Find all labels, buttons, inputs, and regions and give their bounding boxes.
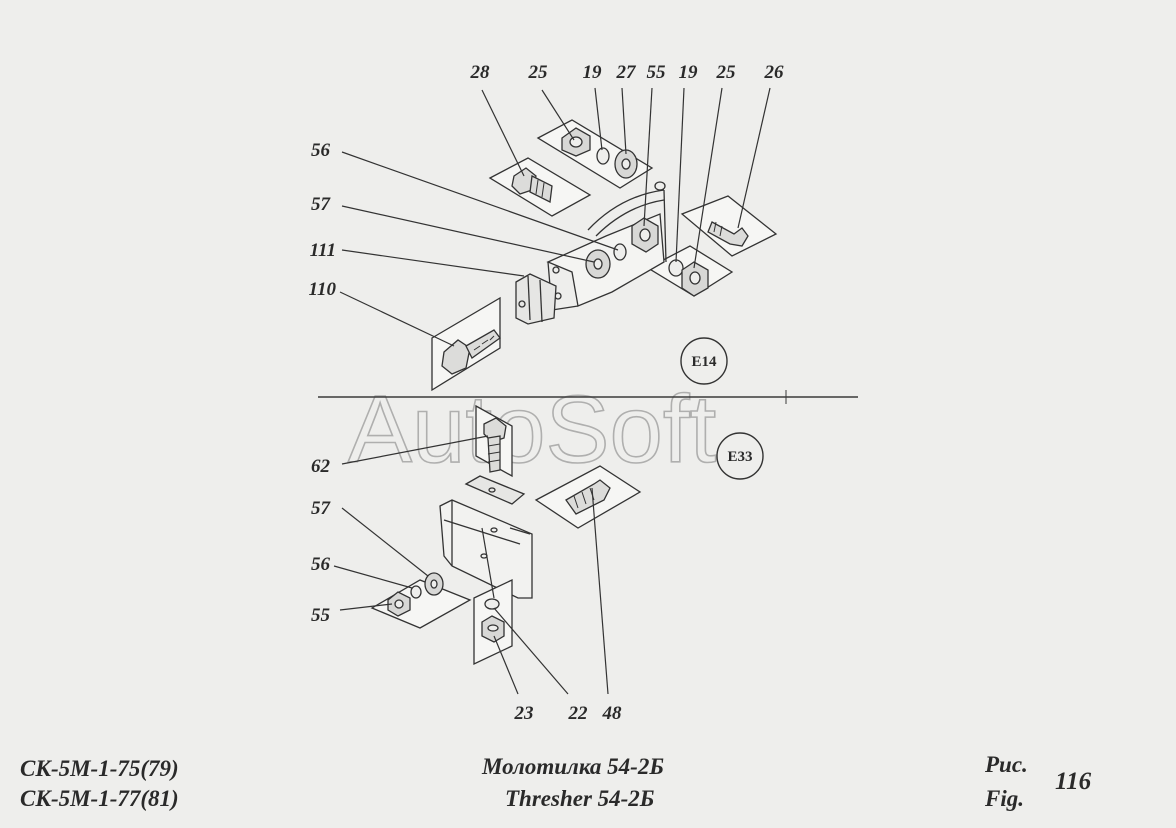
- callout-55-lower: 55: [311, 605, 331, 626]
- figure-label-ru: Рис.: [985, 752, 1028, 777]
- nut-25-right: [681, 261, 709, 297]
- nut-23: [481, 615, 505, 643]
- model-code-1: СК-5М-1-75(79): [20, 756, 179, 781]
- callout-48: 48: [602, 703, 623, 724]
- callout-56-lower: 56: [311, 554, 331, 575]
- separator-line: [318, 390, 858, 404]
- callout-28: 28: [470, 62, 491, 83]
- callouts-bottom: 23 22 48: [514, 703, 623, 724]
- callout-27: 27: [616, 62, 638, 83]
- bolt-28: [511, 167, 553, 203]
- assembly-title-ru: Молотилка 54-2Б: [482, 754, 664, 779]
- spring-washer-56-lower: [410, 585, 422, 599]
- svg-text:E14: E14: [691, 354, 717, 370]
- clamp-plate: [515, 273, 557, 325]
- nut-55-lower: [387, 591, 411, 617]
- callout-56: 56: [311, 140, 331, 161]
- panel-nut-55-lower: [370, 579, 472, 629]
- nut-55-bracket: [631, 217, 659, 253]
- callout-57-lower: 57: [311, 498, 332, 519]
- figure-label-en: Fig.: [985, 786, 1024, 811]
- bolt-110: [441, 329, 501, 375]
- callout-19: 19: [583, 62, 603, 83]
- spring-washer-56: [613, 243, 627, 261]
- bracket-arc: [587, 189, 665, 231]
- svg-text:E33: E33: [727, 449, 752, 465]
- callout-57: 57: [311, 194, 332, 215]
- figure-number: 116: [1055, 768, 1092, 795]
- callout-19-right: 19: [679, 62, 699, 83]
- leader-lines: [333, 87, 771, 695]
- callout-110: 110: [309, 279, 337, 300]
- callout-26: 26: [764, 62, 785, 83]
- washer-57-lower: [424, 572, 444, 596]
- callout-22: 22: [568, 703, 589, 724]
- callout-111: 111: [310, 240, 336, 261]
- zone-marker-e14: E14: [680, 337, 728, 385]
- callouts-left-upper: 56 57 111 110: [309, 140, 337, 300]
- upper-assembly: [431, 119, 778, 392]
- spring-washer-22: [484, 598, 500, 610]
- washer-57: [585, 249, 611, 279]
- callout-62: 62: [311, 456, 331, 477]
- zone-marker-e33: E33: [716, 432, 764, 480]
- callout-25-right: 25: [716, 62, 737, 83]
- spring-washer-19-right: [668, 259, 684, 277]
- bolt-62: [483, 417, 507, 473]
- washer-27: [614, 149, 638, 179]
- callout-25: 25: [528, 62, 549, 83]
- callouts-left-lower: 62 57 56 55: [311, 456, 332, 626]
- model-code-2: СК-5М-1-77(81): [20, 786, 179, 811]
- panel-bolt-26: [680, 195, 778, 257]
- spring-washer-19: [596, 147, 610, 165]
- assembly-title-en: Thresher 54-2Б: [505, 786, 655, 811]
- watermark: AutoSoft: [348, 376, 716, 483]
- callout-23: 23: [514, 703, 534, 724]
- callouts-top: 28 25 19 27 55 19 25 26: [470, 62, 785, 83]
- bolt-26: [707, 221, 749, 247]
- callout-55: 55: [647, 62, 667, 83]
